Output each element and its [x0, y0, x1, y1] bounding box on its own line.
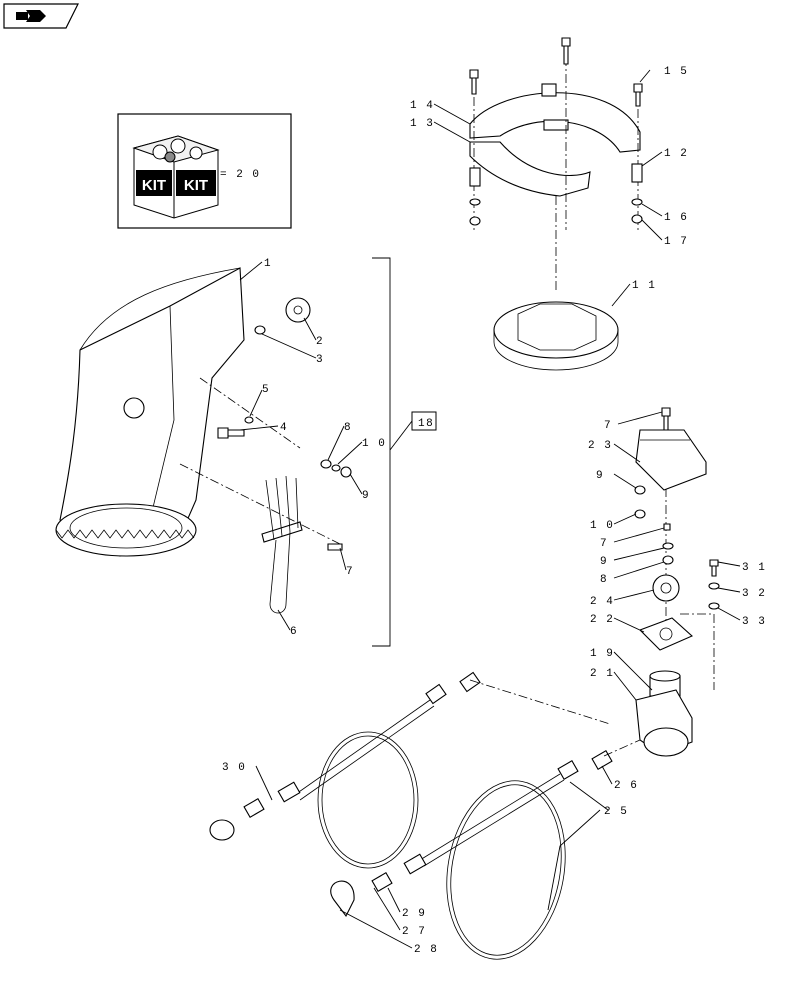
callout-6: 6 [290, 626, 298, 638]
callout-14: 1 4 [410, 100, 434, 112]
discharge-chute [55, 267, 341, 557]
callout-3: 3 [316, 354, 324, 366]
callout-26: 2 6 [614, 780, 638, 792]
callout-9c: 9 [600, 556, 608, 568]
callout-15: 1 5 [664, 66, 688, 78]
callout-8a: 8 [344, 422, 352, 434]
kit-label-right: KIT [184, 177, 208, 194]
callout-7a: 7 [346, 566, 354, 578]
callout-10a: 1 0 [362, 438, 386, 450]
callout-9a: 9 [362, 490, 370, 502]
callout-2: 2 [316, 336, 324, 348]
callout-7c: 7 [600, 538, 608, 550]
callout-8b: 8 [600, 574, 608, 586]
hose-left [209, 671, 611, 869]
kit-box: KIT KIT = 2 0 [117, 113, 292, 229]
callout-21: 2 1 [590, 668, 614, 680]
callout-30: 3 0 [222, 762, 246, 774]
callout-22: 2 2 [590, 614, 614, 626]
chute-hardware [217, 297, 352, 551]
turn-ring [493, 301, 619, 371]
hose-right [330, 739, 641, 960]
kit-equals-callout: = 2 0 [220, 169, 261, 181]
callout-12: 1 2 [664, 148, 688, 160]
callout-24: 2 4 [590, 596, 614, 608]
actuator-stack [634, 407, 720, 757]
callout-1: 1 [264, 258, 272, 270]
callout-33: 3 3 [742, 616, 766, 628]
kit-label-left: KIT [142, 177, 166, 194]
callout-16: 1 6 [664, 212, 688, 224]
callout-7b: 7 [604, 420, 612, 432]
callout-numbers: 1 2 3 4 5 6 7 8 1 0 9 18 1 4 1 3 1 5 1 2… [222, 66, 766, 956]
callout-19: 1 9 [590, 648, 614, 660]
callout-28: 2 8 [414, 944, 438, 956]
callout-29: 2 9 [402, 908, 426, 920]
callout-10b: 1 0 [590, 520, 614, 532]
callout-11: 1 1 [632, 280, 656, 292]
callout-32: 3 2 [742, 588, 766, 600]
control-handle [261, 475, 303, 614]
back-arrow-icon[interactable] [3, 3, 79, 29]
group-bracket [372, 257, 391, 647]
ring-bracket-assembly [469, 37, 643, 290]
callout-23: 2 3 [588, 440, 612, 452]
callout-5: 5 [262, 384, 270, 396]
callout-9b: 9 [596, 470, 604, 482]
callout-25: 2 5 [604, 806, 628, 818]
callout-31: 3 1 [742, 562, 766, 574]
callout-18: 18 [418, 418, 434, 430]
callout-17: 1 7 [664, 236, 688, 248]
callout-4: 4 [280, 422, 288, 434]
leader-lines [239, 69, 741, 949]
callout-13: 1 3 [410, 118, 434, 130]
callout-27: 2 7 [402, 926, 426, 938]
